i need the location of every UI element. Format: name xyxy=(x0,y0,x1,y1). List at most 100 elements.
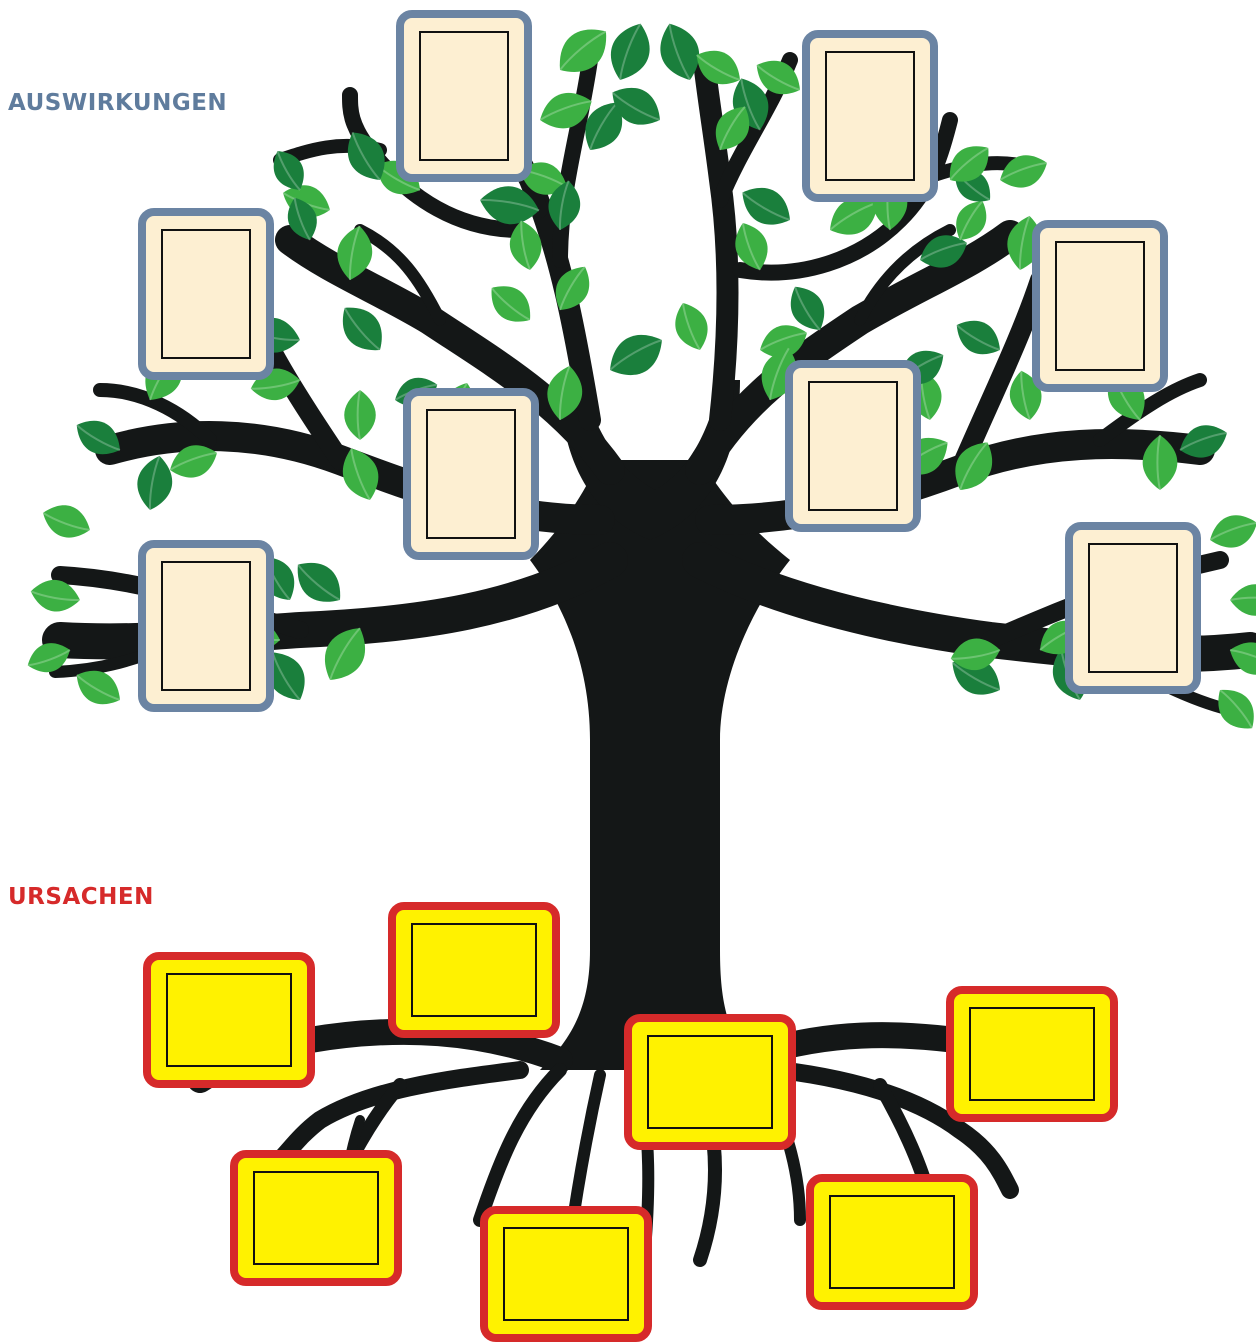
leaf xyxy=(715,106,750,151)
effect-box-inner xyxy=(1088,543,1178,673)
effect-box-inner xyxy=(825,51,915,181)
leaf xyxy=(273,150,304,191)
cause-box[interactable] xyxy=(946,986,1118,1122)
effect-cards xyxy=(138,10,1201,712)
root xyxy=(771,1061,1019,1199)
branch xyxy=(93,383,217,447)
leaf xyxy=(1229,642,1256,675)
effect-box-inner xyxy=(161,229,251,359)
effect-box-frame xyxy=(138,540,274,712)
effect-box-frame xyxy=(785,360,921,532)
effect-box[interactable] xyxy=(396,10,532,182)
leaf xyxy=(999,155,1048,188)
leaf xyxy=(585,101,623,151)
causes-heading: URSACHEN xyxy=(8,884,154,910)
effect-box-frame xyxy=(1032,220,1168,392)
cause-box[interactable] xyxy=(143,952,315,1088)
cause-box-inner xyxy=(969,1007,1095,1101)
leaf xyxy=(287,197,317,241)
cause-box-frame xyxy=(230,1150,402,1286)
cause-box-frame xyxy=(624,1014,796,1150)
leaf xyxy=(297,562,341,602)
effect-box-inner xyxy=(1055,241,1145,371)
cause-box[interactable] xyxy=(388,902,560,1038)
branch xyxy=(695,429,1215,535)
cause-box-frame xyxy=(806,1174,978,1310)
leaf xyxy=(76,670,121,705)
leaf xyxy=(342,448,379,501)
leaf xyxy=(741,187,791,225)
effect-box-inner xyxy=(426,409,516,539)
leaf xyxy=(949,146,989,182)
cause-box-inner xyxy=(253,1171,379,1265)
leaf xyxy=(1209,515,1256,548)
leaf xyxy=(696,50,741,85)
leaf xyxy=(611,23,650,81)
leaf xyxy=(27,643,71,673)
leaf xyxy=(955,441,993,491)
branch xyxy=(354,224,446,326)
cause-box-frame xyxy=(946,986,1118,1122)
leaf xyxy=(675,302,708,351)
leaf xyxy=(490,286,531,322)
leaf xyxy=(790,286,825,331)
leaf xyxy=(559,29,607,72)
cause-box[interactable] xyxy=(230,1150,402,1286)
effect-box-frame xyxy=(1065,522,1201,694)
effect-box-frame xyxy=(403,388,539,560)
tree-crown-join xyxy=(560,380,740,540)
cause-box[interactable] xyxy=(480,1206,652,1342)
effect-box[interactable] xyxy=(138,540,274,712)
tree-trunk xyxy=(530,460,790,1070)
leaf xyxy=(609,334,663,376)
cause-box-inner xyxy=(411,923,537,1017)
leaf xyxy=(509,220,542,271)
leaf xyxy=(169,445,218,478)
leaf xyxy=(756,60,801,95)
leaf xyxy=(42,505,91,538)
effect-box-frame xyxy=(138,208,274,380)
effect-box[interactable] xyxy=(802,30,938,202)
root xyxy=(473,1063,567,1227)
cause-cards xyxy=(143,902,1118,1342)
leaf xyxy=(30,579,81,612)
effect-box[interactable] xyxy=(403,388,539,560)
branch xyxy=(552,52,598,268)
cause-box-inner xyxy=(647,1035,773,1129)
leaf xyxy=(1179,425,1228,458)
leaf xyxy=(548,180,581,231)
leaf xyxy=(735,222,768,271)
leaf xyxy=(539,92,592,129)
effect-box[interactable] xyxy=(785,360,921,532)
leaf xyxy=(660,23,699,81)
leaf xyxy=(344,389,376,441)
leaf xyxy=(611,87,661,125)
leaf xyxy=(347,132,385,181)
effect-box[interactable] xyxy=(1032,220,1168,392)
leaf xyxy=(479,186,540,225)
leaf xyxy=(324,627,366,681)
leaf xyxy=(555,266,590,311)
effect-box[interactable] xyxy=(1065,522,1201,694)
branch xyxy=(1093,373,1207,447)
effect-box[interactable] xyxy=(138,208,274,380)
cause-box-inner xyxy=(166,973,292,1067)
cause-box-frame xyxy=(480,1206,652,1342)
leaf xyxy=(337,225,373,281)
leaf xyxy=(1229,584,1256,616)
cause-box-frame xyxy=(143,952,315,1088)
cause-box[interactable] xyxy=(624,1014,796,1150)
leaf xyxy=(137,455,173,511)
effects-heading: AUSWIRKUNGEN xyxy=(8,90,228,116)
leaf xyxy=(956,200,987,241)
leaf xyxy=(76,420,121,455)
effect-box-frame xyxy=(396,10,532,182)
leaf xyxy=(950,638,1001,671)
leaf xyxy=(342,307,382,351)
cause-box[interactable] xyxy=(806,1174,978,1310)
cause-box-frame xyxy=(388,902,560,1038)
root xyxy=(271,1061,529,1169)
leaf xyxy=(759,325,808,358)
leaf xyxy=(1009,370,1042,421)
